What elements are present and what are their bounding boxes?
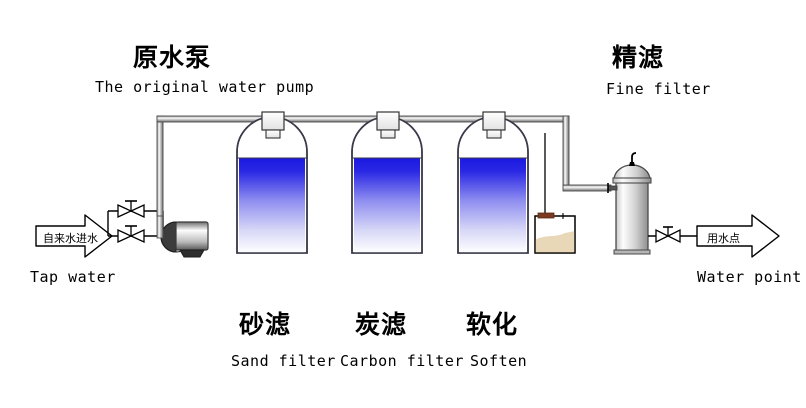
inlet-arrow-text: 自来水进水 [43,232,98,245]
tank-carbon-filter-label-en: Carbon filter [340,352,464,370]
fine-filter-label-en: Fine filter [606,80,711,98]
bypass-valve-icon[interactable] [117,200,145,219]
inlet-piping [107,210,164,237]
tank-softener-label-cn: 软化 [466,310,519,339]
tank-carbon-filter-label-cn: 炭滤 [355,310,408,339]
tank-softener-label-en: Soften [470,352,528,370]
pump-label-en: The original water pump [95,78,315,96]
fine-filter-vessel[interactable] [607,152,652,255]
outlet-valve-icon[interactable] [648,226,697,244]
outlet-label-en: Water point [697,268,802,286]
tank-softener[interactable] [457,111,529,254]
main-header-pipe [156,115,612,217]
tank-carbon-filter[interactable] [351,111,423,254]
inlet-valve-icon[interactable] [117,225,145,244]
pump-label-cn: 原水泵 [133,43,212,72]
outlet-arrow-text: 用水点 [707,232,740,245]
brine-tank[interactable] [534,133,576,254]
fine-filter-label-cn: 精滤 [612,43,665,72]
raw-water-pump-icon[interactable] [156,209,209,258]
inlet-label-en: Tap water [30,268,116,286]
inlet-arrow [35,214,113,258]
outlet-arrow [696,214,780,258]
tank-sand-filter-label-en: Sand filter [231,352,336,370]
tank-sand-filter[interactable] [236,111,308,254]
tank-sand-filter-label-cn: 砂滤 [239,310,292,339]
